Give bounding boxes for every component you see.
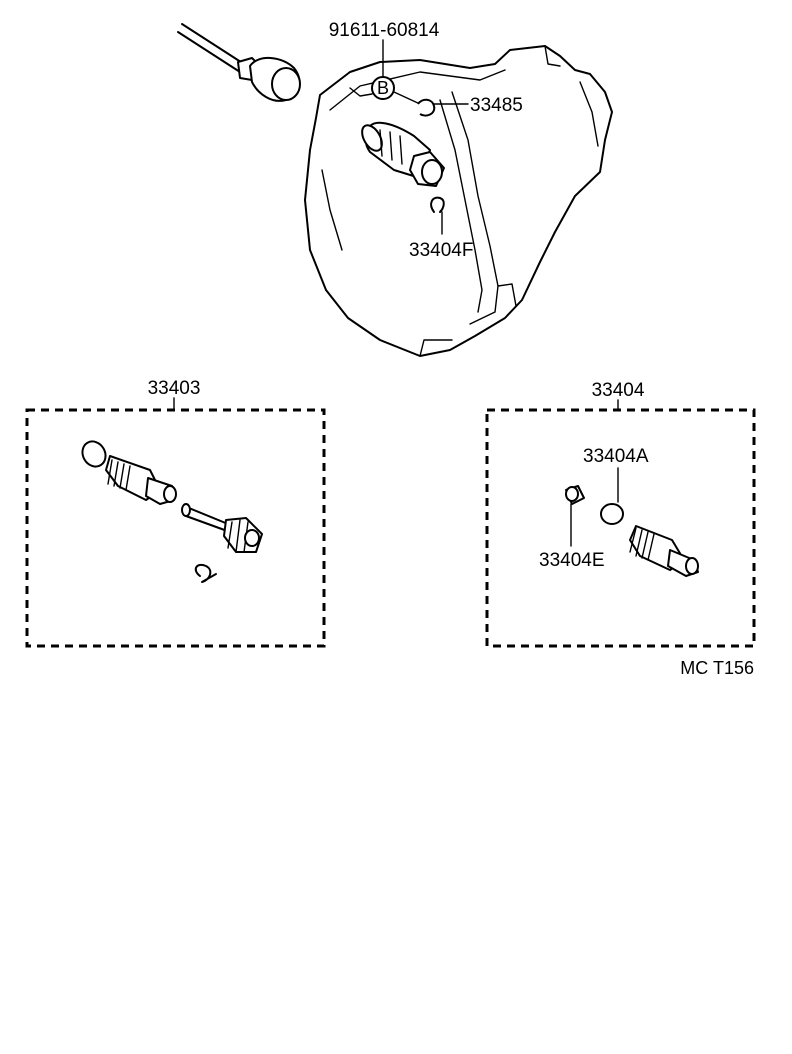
bolt-91611-60814: B: [371, 39, 421, 105]
callout-seal: 33404E: [539, 550, 605, 571]
callout-kit-left: 33403: [148, 378, 201, 399]
driven-gear-in-housing: [361, 121, 445, 187]
retaining-clip: [194, 564, 217, 583]
o-ring: [81, 440, 107, 468]
callout-clip: 33485: [470, 95, 523, 116]
kit-right-box: [485, 408, 756, 648]
kit-left-parts: [81, 440, 263, 583]
callout-oring: 33404A: [583, 446, 649, 467]
kit-left-box: [25, 408, 326, 648]
pin-33404F: [430, 196, 445, 235]
callout-kit-right: 33404: [592, 380, 645, 401]
figure-code: MC T156: [680, 658, 754, 678]
seal-33404E: [565, 485, 585, 547]
transmission-housing: [304, 45, 613, 357]
callout-pin: 33404F: [409, 240, 473, 261]
sleeve-assembly: [629, 525, 699, 577]
clip-33485: [417, 98, 469, 117]
callout-bolt: 91611-60814: [329, 20, 440, 41]
bolt-mark: B: [377, 78, 389, 98]
speedometer-cable: [177, 23, 301, 102]
o-ring-33404A: [600, 503, 624, 525]
